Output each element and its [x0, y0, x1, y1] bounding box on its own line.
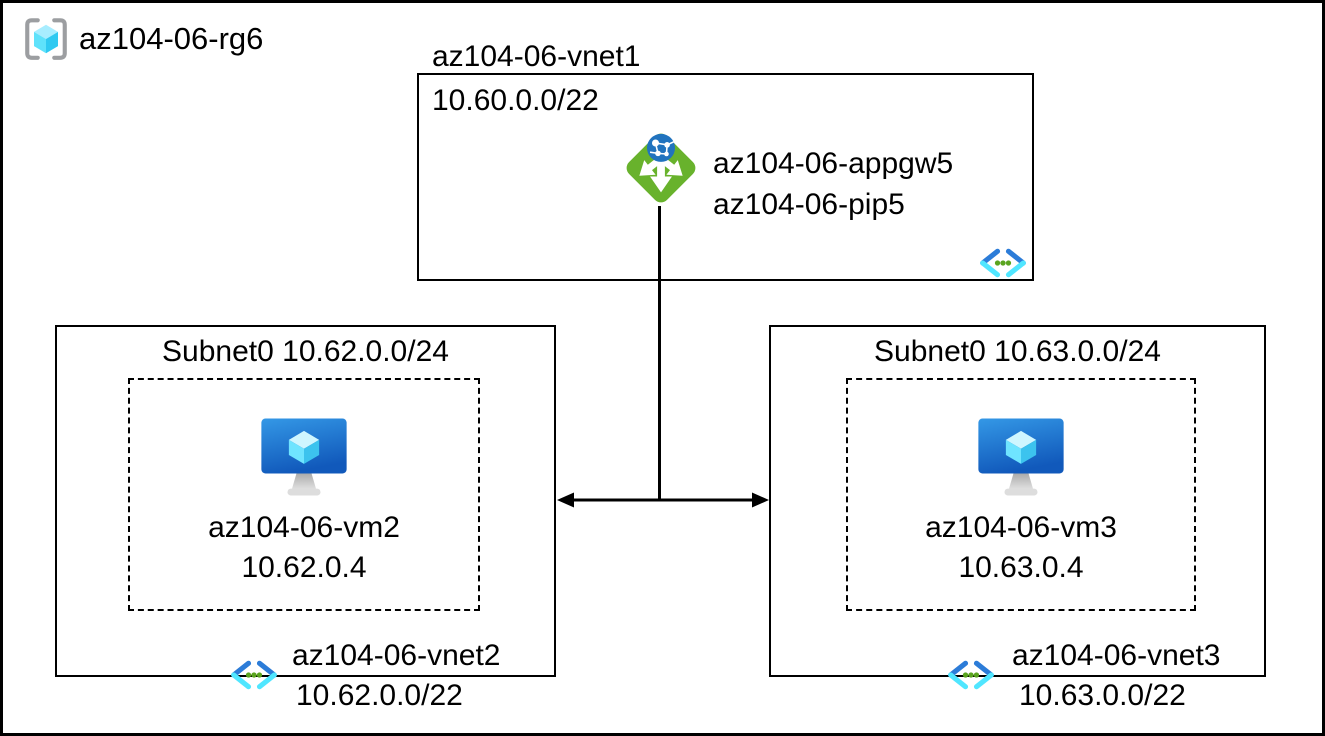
vnet3-box	[769, 325, 1266, 677]
vnet2-vm-labels: az104-06-vm2 10.62.0.4	[128, 508, 480, 588]
vnet3-vm-icon	[978, 418, 1064, 496]
vnet1-address: 10.60.0.0/22	[432, 84, 599, 117]
peering-double-arrow	[557, 492, 769, 508]
pip-name: az104-06-pip5	[713, 188, 905, 221]
vm2-ip: 10.62.0.4	[241, 551, 367, 584]
vm2-name: az104-06-vm2	[208, 511, 400, 544]
vm3-name: az104-06-vm3	[925, 511, 1117, 544]
vnet2-box	[55, 325, 556, 677]
resource-group-label: az104-06-rg6	[79, 21, 264, 56]
vnet3-vm-labels: az104-06-vm3 10.63.0.4	[846, 508, 1196, 588]
vnet3-subnet-title: Subnet0 10.63.0.0/24	[874, 335, 1161, 368]
application-gateway-icon	[626, 133, 696, 203]
vnet1-title: az104-06-vnet1	[432, 40, 641, 73]
appgw-connector-line	[658, 206, 661, 500]
vnet3-subnet-dashed-box	[846, 378, 1196, 611]
vnet3-virtual-network-icon	[948, 660, 994, 690]
vnet2-virtual-network-icon	[231, 660, 277, 690]
appgw-name: az104-06-appgw5	[713, 147, 954, 180]
vnet2-subnet-dashed-box	[128, 378, 480, 611]
vnet2-address: 10.62.0.0/22	[296, 679, 463, 712]
vnet3-name: az104-06-vnet3	[1012, 639, 1221, 672]
appgw-labels: az104-06-appgw5 az104-06-pip5	[713, 143, 953, 225]
vnet3-address: 10.63.0.0/22	[1019, 679, 1186, 712]
vnet2-subnet-title: Subnet0 10.62.0.0/24	[162, 335, 449, 368]
vm3-ip: 10.63.0.4	[958, 551, 1084, 584]
vnet1-box	[417, 73, 1034, 281]
resource-group-icon	[25, 18, 67, 60]
vnet2-name: az104-06-vnet2	[292, 639, 501, 672]
vnet1-virtual-network-icon	[980, 248, 1026, 278]
vnet2-vm-icon	[261, 418, 347, 496]
